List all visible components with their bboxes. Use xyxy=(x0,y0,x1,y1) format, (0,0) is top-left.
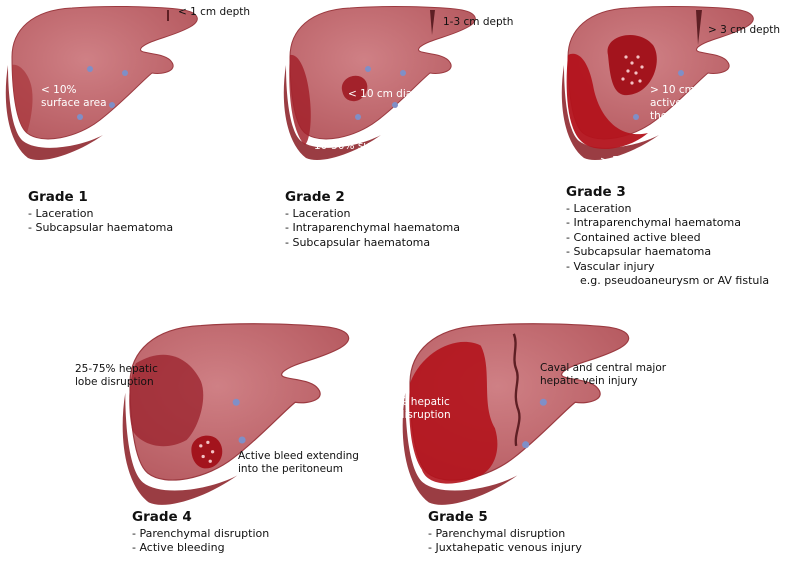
grade-1-liver xyxy=(5,5,198,161)
grade-3-diameter-label-2: active bleed within xyxy=(650,97,750,109)
grade-2-surface-label: 10-50% surface area xyxy=(314,140,424,152)
grade-3-item: - Contained active bleed xyxy=(566,230,701,244)
grade-4-item: - Active bleeding xyxy=(132,541,225,554)
grade-1-item: - Laceration xyxy=(28,206,94,220)
grade-3-surface-label: > 50% surface area xyxy=(600,155,705,167)
grade-4-caption: Grade 4 - Parenchymal disruption - Activ… xyxy=(132,510,269,556)
grade-1-caption: Grade 1 - Laceration - Subcapsular haema… xyxy=(28,190,173,236)
grade-4-bleed-label-2: into the peritoneum xyxy=(238,463,343,475)
grade-2-item: - Laceration xyxy=(285,206,351,220)
grade-3-caption: Grade 3 - Laceration - Intraparenchymal … xyxy=(566,185,769,289)
grade-2-item: - Subcapsular haematoma xyxy=(285,235,431,249)
grade-3-diameter-label-1: > 10 cm diameter or xyxy=(650,84,760,96)
grade-3-title: Grade 3 xyxy=(566,184,626,200)
grade-4-bleed-label-1: Active bleed extending xyxy=(238,450,359,462)
grade-1-item: - Subcapsular haematoma xyxy=(28,221,174,234)
grade-1-depth-label: < 1 cm depth xyxy=(178,6,251,18)
grade-2-depth-label: 1-3 cm depth xyxy=(443,16,514,28)
grade-3-item: - Vascular injury xyxy=(566,259,655,273)
grade-1-title: Grade 1 xyxy=(28,189,88,205)
grade-1-surface-label: < 10% xyxy=(41,84,77,96)
grade-5-item: - Parenchymal disruption xyxy=(428,526,566,540)
grade-3-liver xyxy=(561,5,754,161)
grade-1-surface-label-2: surface area xyxy=(41,97,107,109)
grade-5-caption: Grade 5 - Parenchymal disruption - Juxta… xyxy=(428,510,582,556)
grade-5-lobe-label-1: > 75% hepatic xyxy=(372,396,450,408)
grade-3-item: - Subcapsular haematoma xyxy=(566,245,712,258)
grade-3-depth-label: > 3 cm depth xyxy=(708,24,781,36)
grade-3-item: - Intraparenchymal haematoma xyxy=(566,216,741,229)
grade-4-lobe-label-1: 25-75% hepatic xyxy=(75,363,158,375)
grade-2-title: Grade 2 xyxy=(285,189,345,205)
grade-5-vein-label-1: Caval and central major xyxy=(540,362,667,374)
grade-5-item: - Juxtahepatic venous injury xyxy=(428,541,582,554)
grade-2-item: - Intraparenchymal haematoma xyxy=(285,221,460,234)
grade-3-item-example: e.g. pseudoaneurysm or AV fistula xyxy=(580,274,770,287)
grade-5-lobe-label-2: lobe disruption xyxy=(372,409,451,421)
grade-3-item: - Laceration xyxy=(566,201,632,215)
grade-5-liver xyxy=(402,323,630,505)
grade-4-item: - Parenchymal disruption xyxy=(132,526,270,540)
grade-2-liver xyxy=(283,5,476,161)
grade-2-caption: Grade 2 - Laceration - Intraparenchymal … xyxy=(285,190,460,250)
grade-3-diameter-label-3: the parenchyma xyxy=(650,110,737,122)
grade-2-diameter-label: < 10 cm diameter xyxy=(348,88,444,100)
active-bleed-dots xyxy=(621,55,644,85)
grade-4-liver xyxy=(122,323,350,505)
grade-5-title: Grade 5 xyxy=(428,509,488,525)
grade-4-title: Grade 4 xyxy=(132,509,192,525)
grade-5-vein-label-2: hepatic vein injury xyxy=(540,375,638,387)
peritoneum-bleed-dots xyxy=(199,440,215,463)
grade-4-lobe-label-2: lobe disruption xyxy=(75,376,154,388)
